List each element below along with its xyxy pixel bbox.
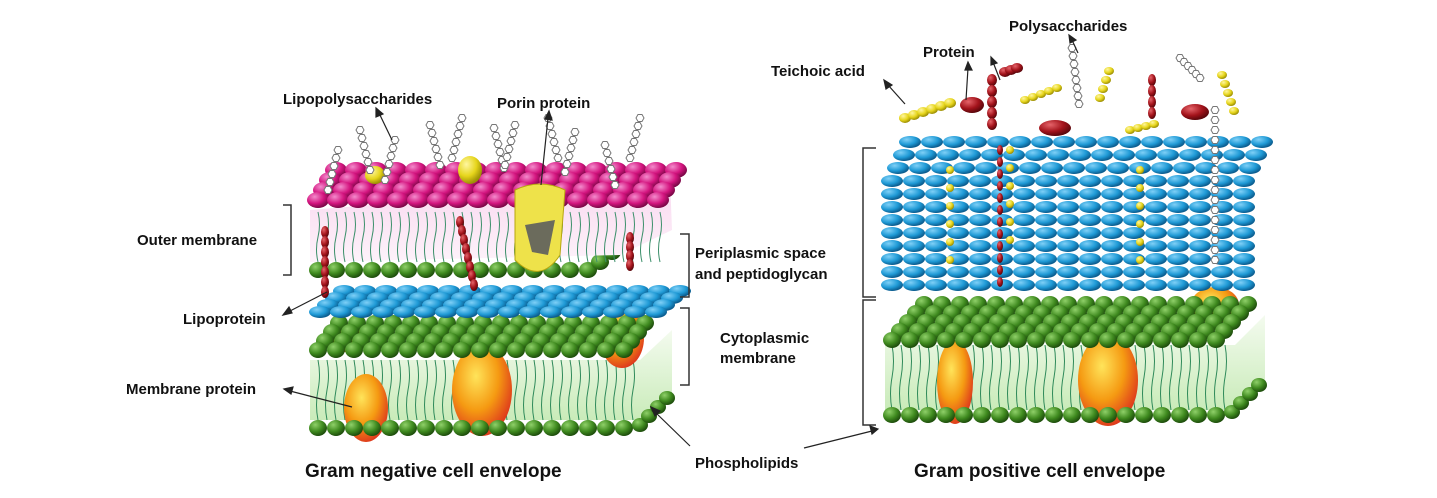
gp-peptidoglycan-wall (881, 136, 1273, 291)
sugar-chain (500, 121, 520, 169)
gp-membrane-top-heads (883, 296, 1257, 348)
lipoprotein-label: Lipoprotein (183, 311, 266, 328)
gp-membrane-protein-center (1078, 334, 1138, 426)
lipopolysaccharides-label: Lipopolysaccharides (283, 91, 433, 108)
gram-negative-title: Gram negative cell envelope (305, 461, 562, 482)
periplasm-peptidoglycan (309, 285, 691, 318)
teichoic-acid-chain-right (1095, 67, 1114, 102)
outer-membrane-inner-heads (309, 262, 597, 278)
teichoic-acid-chain-inner (1125, 120, 1159, 134)
sugar-chain (1210, 106, 1220, 264)
cytoplasmic-label-line2: membrane (720, 350, 796, 367)
lipoteichoic-acid (1136, 166, 1144, 264)
lipoprotein-chain-left (321, 226, 329, 298)
gram-negative-envelope-art (307, 114, 691, 442)
cytoplasmic-bracket (680, 307, 690, 386)
porin-channel (525, 220, 555, 255)
gp-surface-protein-mid (1039, 120, 1071, 136)
gp-surface-protein-right (1181, 104, 1209, 120)
porin-protein-label: Porin protein (497, 95, 591, 112)
teichoic-acid-chain-left (899, 98, 956, 123)
inner-membrane-bottom-heads (309, 420, 633, 436)
sugar-chain (489, 124, 509, 172)
gp-membrane-protein-left (937, 340, 973, 424)
outer-membrane-bracket (283, 204, 292, 276)
sugar-chain (447, 114, 467, 162)
sugar-chain (560, 128, 580, 176)
lps-heads (307, 162, 687, 208)
sugar-chain (355, 126, 375, 174)
periplasmic-label-line1: Periplasmic space (695, 245, 826, 262)
leader-arrows (281, 33, 1079, 449)
gram-positive-envelope-art (881, 44, 1273, 426)
gp-protein-inner-chain (997, 145, 1003, 287)
periplasmic-bracket (680, 233, 690, 298)
periplasmic-label-line2: and peptidoglycan (695, 266, 828, 283)
gp-wall-bracket (862, 147, 876, 298)
polysaccharides-label: Polysaccharides (1009, 18, 1128, 35)
lipoteichoic-acid (946, 166, 954, 264)
membrane-protein-center (452, 344, 512, 436)
sugar-chain (600, 141, 620, 189)
sugar-chain (1175, 54, 1205, 82)
teichoic-acid-chain-far (1217, 71, 1239, 115)
cytoplasmic-label-line1: Cytoplasmic (720, 330, 810, 347)
inner-membrane-top-heads (309, 315, 654, 358)
membrane-protein-label: Membrane protein (126, 381, 257, 398)
lipid-tails (316, 211, 662, 263)
gp-membrane-bottom-heads (883, 407, 1225, 423)
gp-surface-protein (960, 97, 984, 113)
gp-protein-chain-right (1148, 74, 1156, 119)
lipoprotein-chain-center (456, 216, 478, 291)
gram-positive-title: Gram positive cell envelope (914, 461, 1166, 482)
phospholipids-label: Phospholipids (695, 455, 799, 472)
gp-membrane-bracket (862, 299, 876, 426)
gp-protein-chain (987, 74, 997, 130)
layer-brackets (283, 147, 876, 426)
sugar-chain (323, 146, 343, 194)
gp-membrane-side-heads (1224, 378, 1267, 419)
porin-protein-back (458, 156, 482, 184)
sugar-chain (625, 114, 645, 162)
sugar-chain (543, 114, 563, 162)
sugar-chain (425, 121, 445, 169)
gp-protein-top (999, 63, 1023, 77)
teichoic-acid-chain-mid (1020, 84, 1062, 104)
teichoic-acid-label: Teichoic acid (771, 63, 865, 80)
sugar-chain (1067, 44, 1084, 108)
lipoprotein-chain-right (626, 232, 634, 271)
sugar-chain (380, 136, 400, 184)
protein-label: Protein (923, 44, 975, 61)
outer-membrane-label: Outer membrane (137, 232, 258, 249)
lipoteichoic-acid (1006, 146, 1014, 244)
